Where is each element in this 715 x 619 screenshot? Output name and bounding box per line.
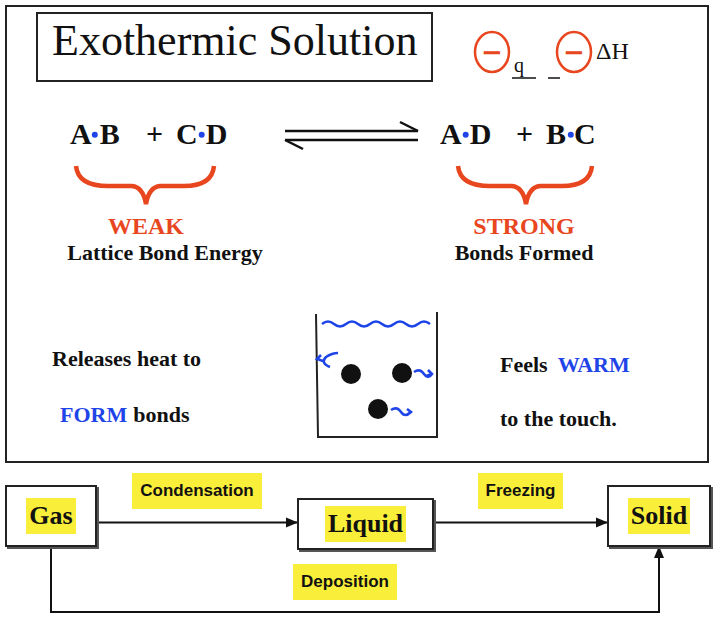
brace — [458, 166, 592, 204]
emphasis-word: FORM — [60, 402, 127, 428]
emphasis-word: STRONG — [473, 212, 574, 240]
formula: AB — [70, 117, 128, 151]
edge-label: Freezing — [478, 473, 564, 509]
emphasis-word: WARM — [558, 352, 630, 378]
caption-text: Bonds Formed — [455, 240, 594, 266]
state-box: Liquid — [297, 498, 434, 550]
underline — [512, 77, 536, 79]
phase-arrow — [97, 522, 297, 524]
symbol: q — [514, 54, 524, 76]
equilibrium-arrow — [285, 122, 418, 149]
title-box: Exothermic Solution — [36, 12, 433, 82]
underline — [548, 77, 560, 79]
formula: BC — [546, 117, 604, 151]
state-label: Gas — [26, 498, 75, 534]
note-text: bonds — [133, 402, 189, 428]
brace — [76, 166, 214, 204]
state-label: Liquid — [325, 506, 406, 542]
note-text: to the touch. — [500, 406, 617, 432]
title-text: Exothermic Solution — [52, 16, 417, 66]
caption-text: Lattice Bond Energy — [67, 240, 263, 266]
emphasis-word: WEAK — [108, 212, 184, 240]
edge-label: Condensation — [132, 473, 261, 509]
note-text: Releases heat to — [52, 346, 201, 372]
beaker — [316, 312, 437, 437]
circle-mark — [557, 32, 591, 72]
sign: − — [481, 37, 503, 67]
heat-wave — [317, 353, 338, 367]
heat-wave — [414, 370, 432, 377]
plus-sign: + — [516, 117, 533, 151]
particle — [392, 363, 412, 383]
particle — [368, 399, 388, 419]
note-text: Feels — [500, 352, 548, 378]
formula: CD — [176, 117, 235, 151]
formula: AD — [440, 117, 499, 151]
state-box: Solid — [607, 485, 711, 547]
phase-arrow — [51, 547, 659, 612]
particle — [341, 364, 361, 384]
circle-mark — [475, 32, 509, 72]
heat-wave — [391, 408, 411, 415]
state-box: Gas — [5, 485, 97, 547]
sign: − — [563, 37, 585, 67]
phase-arrow — [434, 522, 607, 524]
symbol: ΔH — [596, 38, 629, 64]
heat-wave — [322, 322, 430, 327]
state-label: Solid — [628, 498, 690, 534]
plus-sign: + — [146, 117, 163, 151]
edge-label: Deposition — [293, 564, 397, 600]
